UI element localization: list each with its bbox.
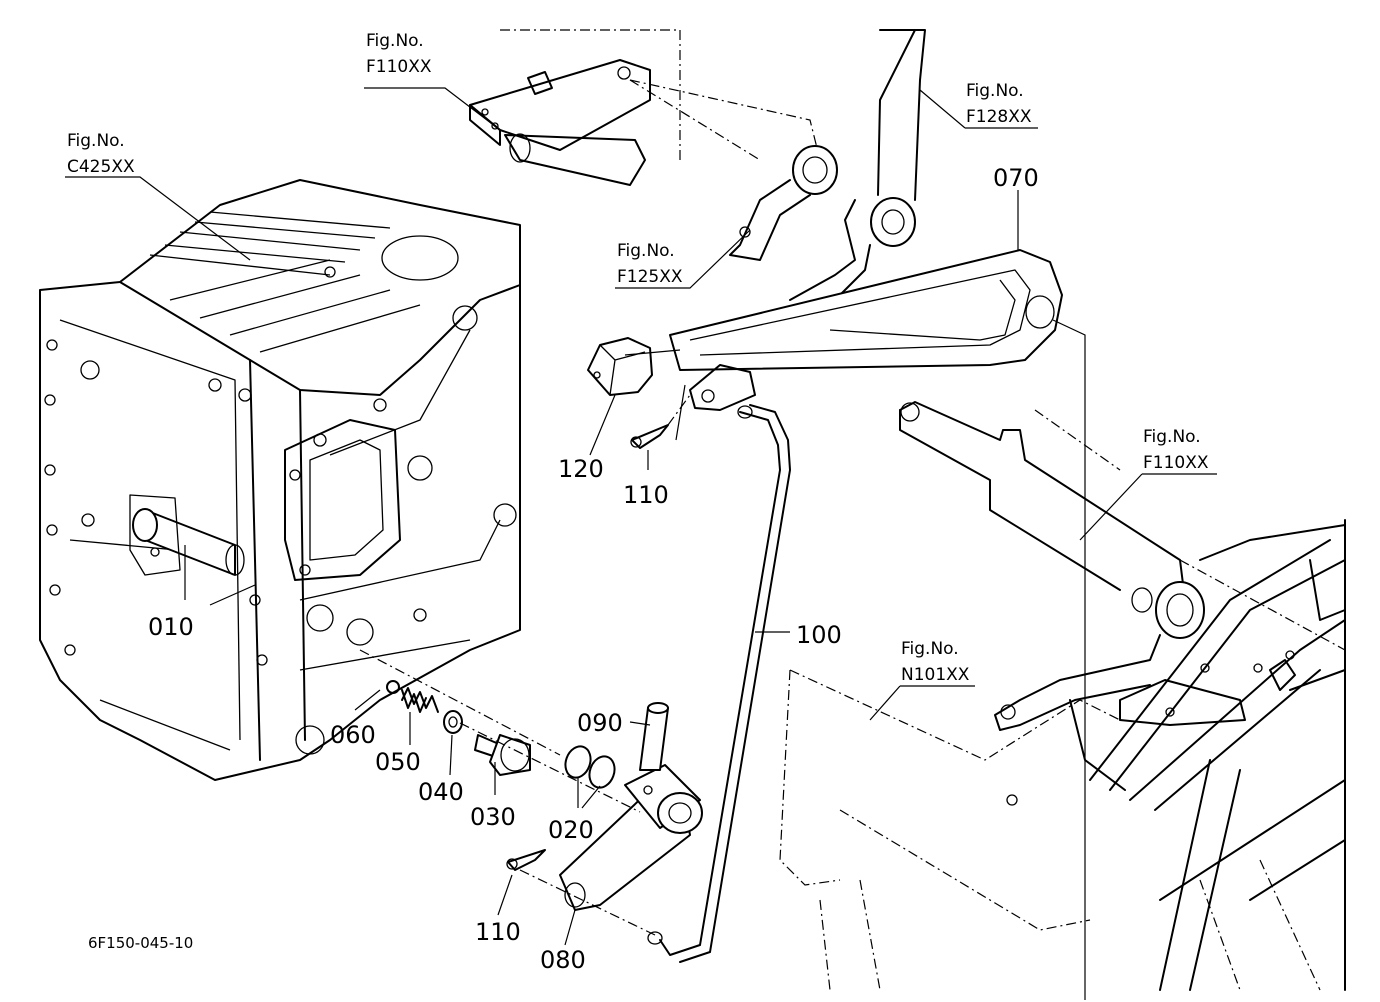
upper-bracket-assembly: [469, 29, 926, 301]
fig-ref-number: F110XX: [1143, 453, 1209, 473]
part-number: 080: [540, 946, 586, 974]
leader-lines: [65, 87, 1217, 1000]
fig-ref-label: Fig.No.: [366, 31, 424, 51]
lever-070: [669, 249, 1063, 411]
part-number: 040: [418, 778, 464, 806]
diagram-code: 6F150-045-10: [88, 934, 193, 952]
part-number: 090: [577, 709, 623, 737]
right-frame-assembly: [779, 401, 1346, 991]
fig-ref-number: F110XX: [366, 57, 432, 77]
part-number: 070: [993, 164, 1039, 192]
fig-ref-label: Fig.No.: [67, 131, 125, 151]
part-number: 030: [470, 803, 516, 831]
fig-ref-number: F128XX: [966, 107, 1032, 127]
part-number: 020: [548, 816, 594, 844]
part-number: 110: [475, 918, 521, 946]
part-number: 060: [330, 721, 376, 749]
clips-110: [506, 424, 669, 871]
part-number: 100: [796, 621, 842, 649]
fig-ref-number: N101XX: [901, 665, 970, 685]
fig-ref-label: Fig.No.: [966, 81, 1024, 101]
part-number: 010: [148, 613, 194, 641]
arm-080: [559, 764, 703, 911]
fig-ref-label: Fig.No.: [901, 639, 959, 659]
part-number: 050: [375, 748, 421, 776]
rod-100: [647, 404, 791, 963]
part-number: 110: [623, 481, 669, 509]
part-number: 120: [558, 455, 604, 483]
pin-090: [639, 702, 669, 771]
fig-ref-number: F125XX: [617, 267, 683, 287]
part-number-callouts: 010 020 030 040 050 060 070 080 090 100 …: [148, 164, 1039, 974]
transmission-case: [39, 179, 521, 781]
o-rings-020: [564, 745, 616, 789]
fig-ref-label: Fig.No.: [617, 241, 675, 261]
fig-ref-number: C425XX: [67, 157, 135, 177]
figure-reference-labels: Fig.No. F110XX Fig.No. C425XX Fig.No. F1…: [67, 31, 1209, 685]
detent-parts: [386, 680, 531, 776]
fig-ref-label: Fig.No.: [1143, 427, 1201, 447]
knob-120: [587, 337, 653, 396]
